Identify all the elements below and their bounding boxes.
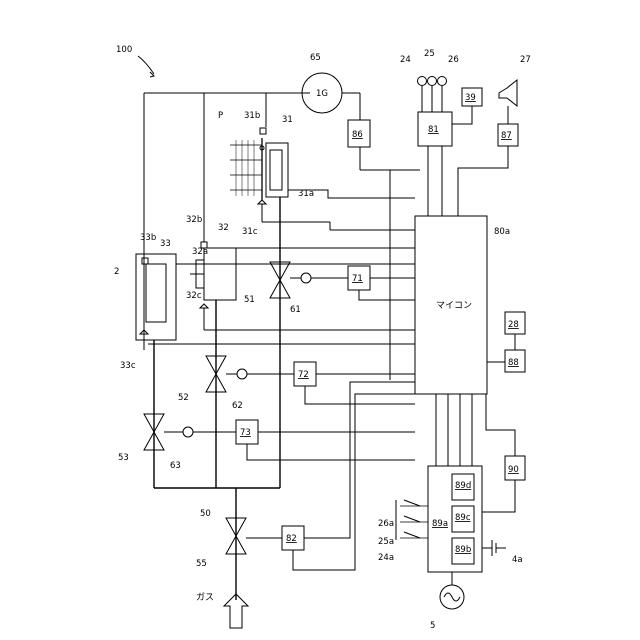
label-microcomputer-ref: 80a <box>494 227 510 237</box>
label-burner-31b: 31b <box>244 111 260 121</box>
label-burner-32: 32 <box>218 223 229 233</box>
sensor-26-circle <box>438 77 447 86</box>
thermo-33b-sensor <box>142 258 148 264</box>
thermo-31c-sensor <box>258 200 266 204</box>
label-burner-32b: 32b <box>186 215 202 225</box>
label-burner-31a: 31a <box>298 189 314 199</box>
battery-4a-symbol <box>482 540 506 556</box>
pot-heat-lines <box>230 145 262 190</box>
label-block-71: 71 <box>352 274 363 284</box>
label-valve-55: 55 <box>196 559 207 569</box>
label-sensor-24: 24 <box>400 55 411 65</box>
label-valve-51: 51 <box>244 295 255 305</box>
switch-leads <box>400 506 428 538</box>
label-speaker: 27 <box>520 55 531 65</box>
label-microcomputer: マイコン <box>436 301 472 311</box>
label-switch-25a: 25a <box>378 537 394 547</box>
block-39-wire <box>452 106 472 124</box>
label-block-81: 81 <box>428 125 439 135</box>
label-block-73: 73 <box>240 428 251 438</box>
label-block-87: 87 <box>501 131 512 141</box>
label-coil-61: 61 <box>290 305 301 315</box>
label-pipe-50: 50 <box>200 509 211 519</box>
block-72-return <box>305 386 415 404</box>
label-burner-31c: 31c <box>242 227 258 237</box>
label-block-82: 82 <box>286 534 297 544</box>
label-generator-text: 1G <box>316 89 328 99</box>
label-burner-33c: 33c <box>120 361 136 371</box>
coil-61 <box>301 273 311 283</box>
label-burner-32a: 32a <box>192 247 208 257</box>
label-battery: 4a <box>512 555 523 565</box>
label-generator: 65 <box>310 53 321 63</box>
label-sensor-26: 26 <box>448 55 459 65</box>
thermo-31b-sensor <box>260 128 266 134</box>
burner-32-body <box>204 248 236 300</box>
label-burner-33: 33 <box>160 239 171 249</box>
label-block-89a: 89a <box>432 519 448 529</box>
label-gas-inlet: ガス <box>196 592 214 603</box>
label-burner-33b: 33b <box>140 233 156 243</box>
label-block-89d: 89d <box>455 481 471 491</box>
label-unit-2: 2 <box>114 267 119 277</box>
label-coil-63: 63 <box>170 461 181 471</box>
sensor-24-circle <box>418 77 427 86</box>
label-block-89c: 89c <box>455 513 471 523</box>
label-sensor-25: 25 <box>424 49 435 59</box>
label-burner-31: 31 <box>282 115 293 125</box>
label-coil-62: 62 <box>232 401 243 411</box>
coil-63 <box>183 427 193 437</box>
label-valve-53: 53 <box>118 453 129 463</box>
label-block-86: 86 <box>352 130 363 140</box>
speaker-27-shape <box>499 80 517 106</box>
burner-31-body <box>266 143 288 197</box>
block-87-wire <box>458 146 508 216</box>
label-ac-source: 5 <box>430 621 435 631</box>
label-switch-24a: 24a <box>378 553 394 563</box>
burner-33-body <box>146 264 166 322</box>
unit-2-box <box>136 254 176 340</box>
label-block-89b: 89b <box>455 545 471 555</box>
block-90-wire <box>486 394 515 456</box>
label-valve-52: 52 <box>178 393 189 403</box>
coil-62 <box>237 369 247 379</box>
label-block-72: 72 <box>298 370 309 380</box>
label-block-39: 39 <box>465 93 476 103</box>
label-switch-26a: 26a <box>378 519 394 529</box>
thermo-32c-sensor <box>200 304 208 308</box>
label-burner-32c: 32c <box>186 291 202 301</box>
label-block-88: 88 <box>508 358 519 368</box>
label-system: 100 <box>116 45 132 55</box>
label-pot: P <box>218 111 223 121</box>
label-block-90: 90 <box>508 465 519 475</box>
pot-hatch <box>236 140 254 196</box>
burner-31-core <box>270 150 282 190</box>
block-73-return <box>247 444 415 460</box>
block-90-to-panel <box>482 480 515 512</box>
block-82-signal <box>293 394 415 570</box>
block-71-return <box>359 290 415 300</box>
sensor-25-circle <box>428 77 437 86</box>
label-block-28: 28 <box>508 320 519 330</box>
system-leader <box>138 56 154 74</box>
ac-sine <box>444 593 460 601</box>
